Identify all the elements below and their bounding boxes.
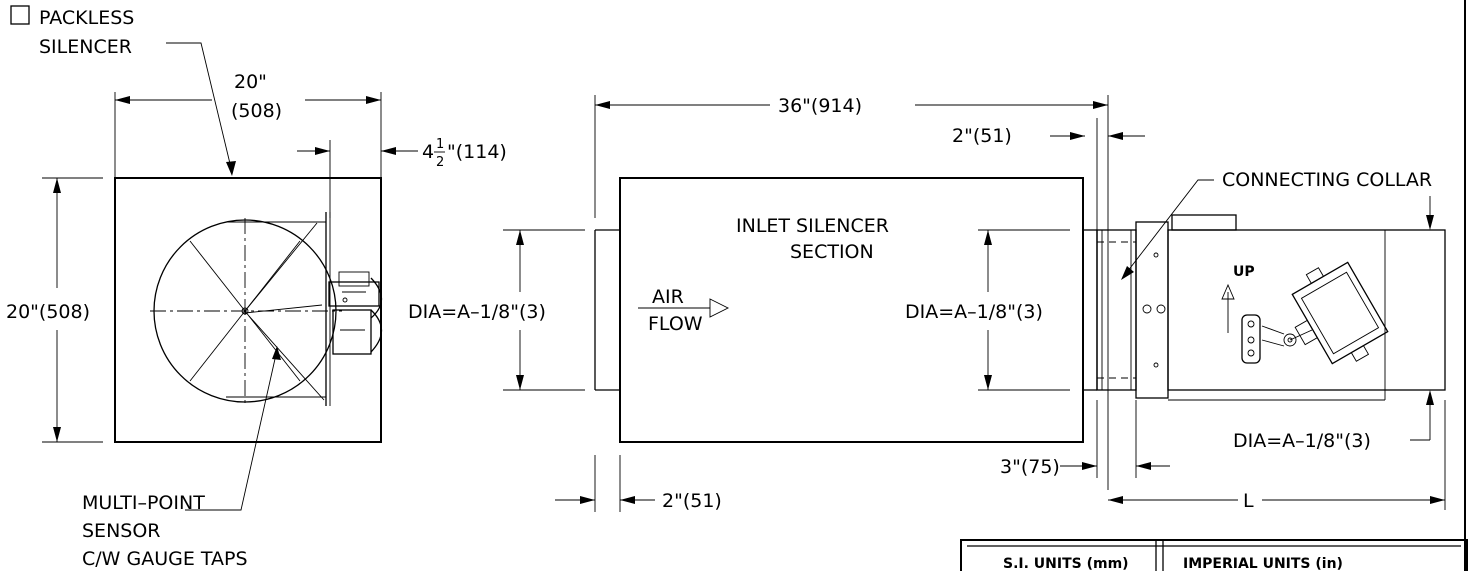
sensor-label-1: MULTI–POINT bbox=[82, 492, 205, 514]
silencer-housing bbox=[114, 177, 382, 443]
height-dim: 20"(508) bbox=[6, 301, 90, 323]
packless-label-2: SILENCER bbox=[39, 36, 132, 58]
bottom-2-dim: 2"(51) bbox=[662, 490, 722, 512]
packless-leader bbox=[166, 42, 233, 173]
sensor-leader bbox=[185, 349, 278, 511]
terminal-unit: UP CONNECTING COLLAR DIA=A–1/8"(3) bbox=[1096, 169, 1446, 512]
dia-right-dim: DIA=A–1/8"(3) bbox=[1233, 430, 1371, 452]
length-L-dim: L bbox=[1243, 490, 1254, 512]
collar-2-dim: 2"(51) bbox=[952, 125, 1012, 147]
dia-mid-dim: DIA=A–1/8"(3) bbox=[905, 301, 1043, 323]
imperial-units-header: IMPERIAL UNITS (in) bbox=[1183, 556, 1343, 571]
sensor-label-2: SENSOR bbox=[82, 520, 161, 542]
units-table: S.I. UNITS (mm) IMPERIAL UNITS (in) bbox=[960, 539, 1468, 571]
inlet-silencer-label: INLET SILENCER bbox=[736, 215, 889, 237]
si-units-header: S.I. UNITS (mm) bbox=[1003, 556, 1129, 571]
svg-text:"(114): "(114) bbox=[447, 141, 507, 163]
length-36-dim: 36"(914) bbox=[778, 95, 862, 117]
sensor-label-3: C/W GAUGE TAPS bbox=[82, 548, 248, 570]
svg-text:2: 2 bbox=[436, 155, 444, 170]
unit-casing bbox=[1167, 229, 1446, 391]
collar-leader bbox=[1123, 179, 1214, 277]
connecting-collar-label: CONNECTING COLLAR bbox=[1222, 169, 1432, 191]
svg-text:1: 1 bbox=[436, 137, 444, 152]
inlet-silencer-label-2: SECTION bbox=[790, 241, 874, 263]
offset-dim: 4 1 2 "(114) bbox=[422, 137, 507, 170]
inlet-silencer-body bbox=[619, 177, 1084, 443]
width-dim-in: 20" bbox=[234, 71, 267, 93]
width-dim-mm: (508) bbox=[231, 100, 282, 122]
airflow-label: AIR bbox=[652, 286, 684, 308]
end-view: PACKLESS SILENCER 20" (508) 4 1 2 "(114) bbox=[6, 5, 507, 570]
dia-left-dim: DIA=A–1/8"(3) bbox=[408, 301, 546, 323]
collar-3-dim: 3"(75) bbox=[1000, 456, 1060, 478]
option-checkbox[interactable] bbox=[10, 5, 30, 25]
airflow-label-2: FLOW bbox=[648, 313, 703, 335]
packless-label: PACKLESS bbox=[39, 7, 134, 29]
connecting-collar bbox=[1096, 229, 1137, 391]
svg-text:4: 4 bbox=[422, 141, 434, 163]
side-view: 36"(914) 2"(51) INLET SILENCER SECTION A… bbox=[408, 95, 1170, 512]
up-label: UP bbox=[1233, 264, 1255, 280]
